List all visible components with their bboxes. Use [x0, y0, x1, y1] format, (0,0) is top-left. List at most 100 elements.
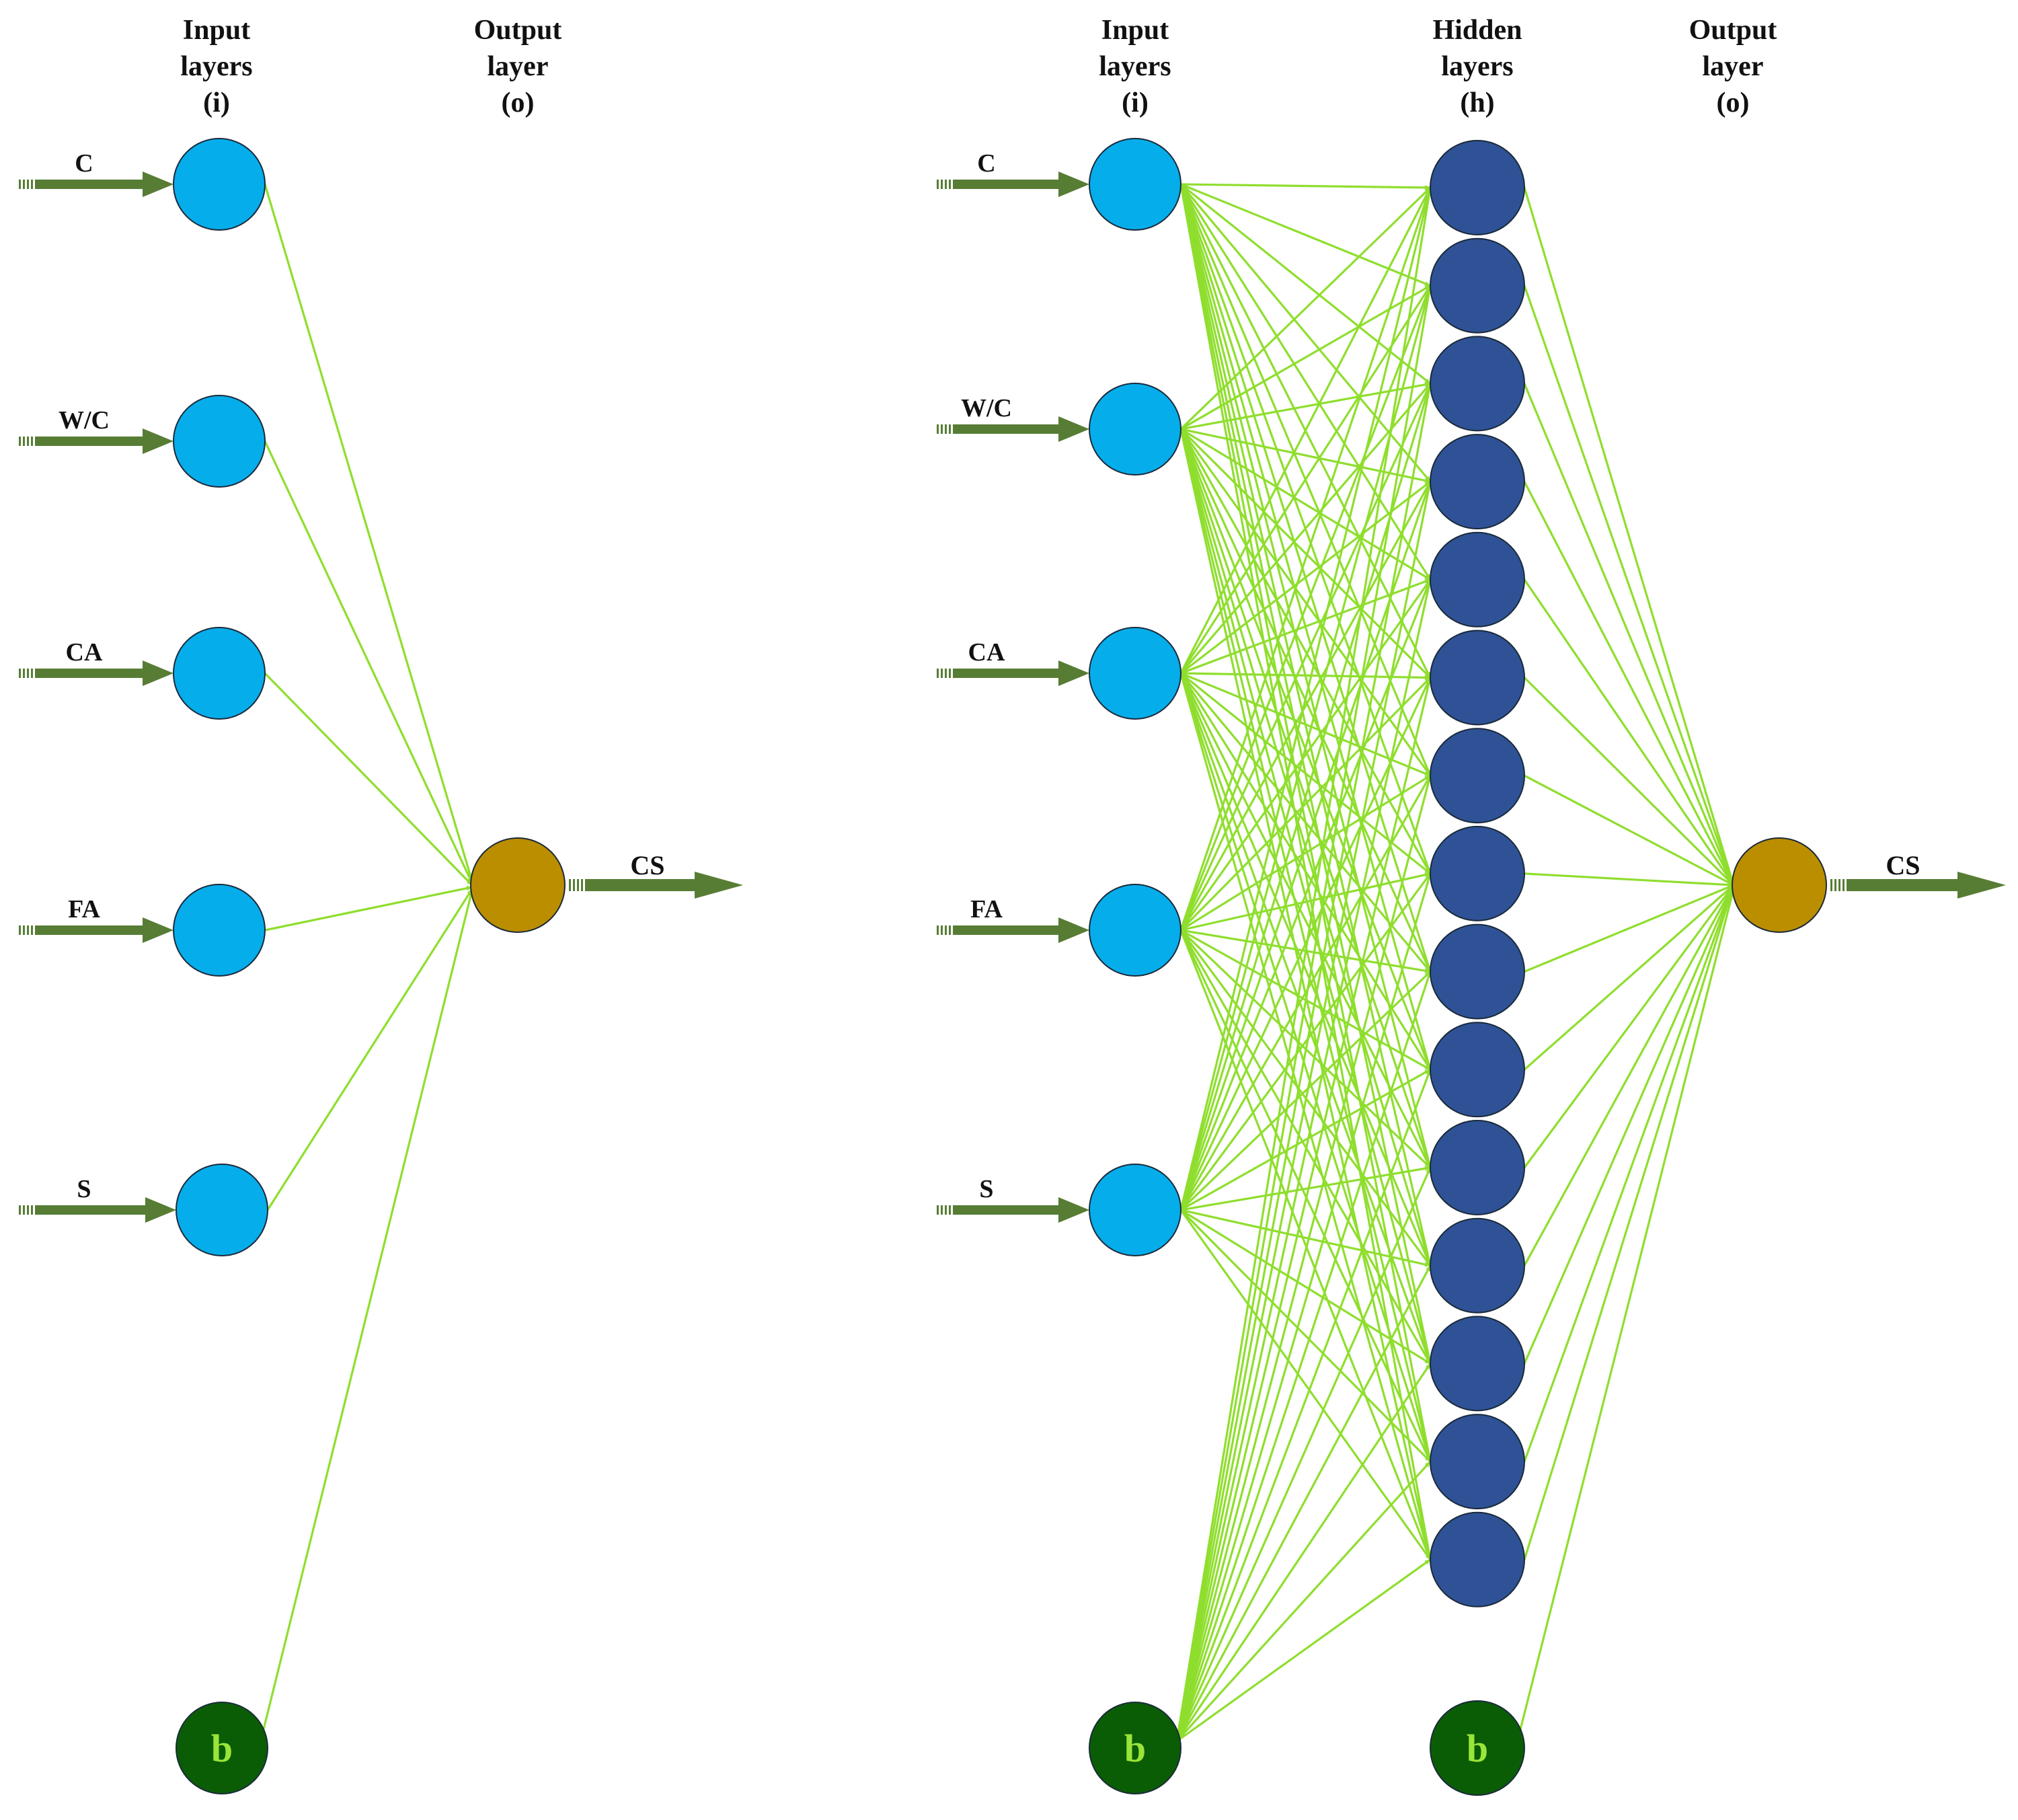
right-conn-s-to-hidden-14: [1179, 1209, 1432, 1463]
right-output-header-line-2: layer: [1703, 51, 1764, 82]
right-input-node-ca: [1089, 627, 1181, 720]
right-hidden-node-14: [1430, 1414, 1525, 1510]
right-input-nodes: b: [1089, 138, 1181, 1794]
right-conn-fa-to-hidden-3: [1179, 383, 1432, 931]
left-conn-c-to-output: [264, 184, 473, 882]
right-output-header-line-1: Output: [1689, 15, 1777, 46]
right-conn-ca-to-hidden-10: [1179, 673, 1432, 1071]
left-input-label-ca: CA: [66, 638, 103, 667]
left-input-header-line-1: Input: [183, 15, 250, 46]
right-conn-s-to-hidden-9: [1179, 971, 1432, 1211]
right-conn-hidden-14-to-output: [1523, 884, 1735, 1462]
right-conn-hidden-11-to-output: [1523, 884, 1735, 1168]
left-output-header-line-1: Output: [474, 15, 562, 46]
right-conn-bias-to-hidden-5: [1175, 578, 1432, 1742]
right-conn-s-to-hidden-12: [1180, 1209, 1431, 1267]
right-conn-bias-to-hidden-15: [1176, 1558, 1431, 1743]
right-input-arrow-ca: [937, 660, 1089, 686]
right-output-label: CS: [1886, 850, 1920, 880]
left-output-label: CS: [630, 850, 664, 880]
right-hidden-node-8: [1430, 825, 1525, 921]
right-conn-fa-to-hidden-1: [1179, 187, 1432, 931]
left-input-arrow-c: [19, 172, 173, 197]
right-conn-s-to-hidden-11: [1180, 1166, 1431, 1211]
left-input-header: Input layers (i): [180, 15, 252, 118]
right-hidden-header-line-2: layers: [1441, 51, 1513, 82]
left-conn-fa-to-output: [264, 886, 473, 932]
right-conn-bias-to-hidden-12: [1175, 1264, 1432, 1742]
right-conn-hidden-1-to-output: [1523, 187, 1735, 886]
right-hidden-node-3: [1430, 336, 1525, 432]
right-conn-bias-to-hidden-8: [1175, 872, 1432, 1742]
right-conn-bias-to-hidden-3: [1175, 383, 1432, 1742]
right-conn-bias-to-hidden-4: [1175, 481, 1432, 1742]
left-input-node-ca: [173, 627, 266, 720]
left-input-arrow-w-c: [19, 428, 173, 454]
right-input-arrow-w-c: [937, 416, 1089, 442]
right-hidden-node-13: [1430, 1316, 1525, 1412]
right-conn-fa-to-hidden-15: [1179, 930, 1432, 1560]
right-conn-ca-to-hidden-6: [1180, 672, 1431, 680]
right-conn-ca-to-hidden-11: [1179, 673, 1432, 1168]
right-conn-hidden-15-to-output: [1523, 884, 1735, 1560]
right-conn-bias-to-hidden-9: [1175, 971, 1432, 1742]
right-conn-ca-to-hidden-13: [1179, 673, 1432, 1365]
left-conn-w-c-to-output: [264, 441, 473, 884]
right-conn-s-to-hidden-15: [1179, 1209, 1432, 1560]
left-bias-node: [176, 1702, 268, 1794]
right-output-node-group: CS: [1732, 837, 2006, 933]
left-input-nodes: b: [173, 138, 268, 1794]
left-conn-s-to-output: [266, 888, 473, 1211]
right-conn-hidden-5-to-output: [1523, 578, 1735, 886]
right-input-header-line-1: Input: [1101, 15, 1169, 46]
right-conn-bias-to-hidden-1: [1175, 187, 1432, 1742]
left-input-label-c: C: [75, 149, 93, 178]
right-hidden-header: Hidden layers (h): [1432, 15, 1522, 118]
right-input-header: Input layers (i): [1099, 15, 1171, 118]
right-conn-ca-to-hidden-8: [1179, 672, 1432, 875]
left-input-arrow-ca: [19, 660, 173, 686]
right-hidden-bias-label: b: [1467, 1727, 1488, 1770]
left-input-label-w-c: W/C: [59, 406, 110, 434]
right-input-node-fa: [1089, 884, 1181, 977]
left-input-arrow-s: [19, 1197, 176, 1223]
right-output-node: [1732, 837, 1827, 933]
right-input-node-s: [1089, 1164, 1181, 1256]
right-conn-hidden-6-to-output: [1523, 677, 1735, 886]
left-conn-ca-to-output: [264, 672, 473, 886]
left-input-arrow-fa: [19, 917, 173, 943]
right-conn-w-c-to-hidden-7: [1179, 428, 1432, 777]
right-conn-hidden-7-to-output: [1524, 774, 1734, 886]
right-conn-ca-to-hidden-3: [1179, 383, 1432, 675]
right-conn-fa-to-hidden-5: [1179, 578, 1432, 931]
left-output-arrow: [569, 872, 743, 899]
left-input-header-line-3: (i): [203, 87, 230, 118]
left-output-header-line-3: (o): [502, 87, 535, 118]
left-output-node: [470, 837, 566, 933]
right-conn-hidden-bias-to-output: [1518, 888, 1735, 1735]
left-input-node-fa: [173, 884, 266, 977]
right-conn-ca-to-hidden-2: [1179, 285, 1432, 674]
right-hidden-header-line-3: (h): [1460, 87, 1494, 118]
right-input-node-w-c: [1089, 383, 1181, 476]
left-connections: [261, 184, 473, 1735]
right-hidden-node-12: [1430, 1217, 1525, 1314]
right-input-header-line-3: (i): [1122, 87, 1149, 118]
right-hidden-nodes: b: [1430, 140, 1525, 1796]
right-input-label-c: C: [977, 149, 995, 178]
right-bias-node: [1089, 1702, 1181, 1794]
right-conn-hidden-4-to-output: [1523, 481, 1735, 886]
right-conn-hidden-3-to-output: [1523, 383, 1735, 886]
right-hidden-node-5: [1430, 531, 1525, 628]
right-conn-bias-to-hidden-11: [1175, 1167, 1432, 1742]
left-input-label-fa: FA: [68, 895, 100, 923]
left-network: Input layers (i) Output layer (o) CW/CCA…: [19, 15, 743, 1794]
right-conn-bias-to-hidden-2: [1175, 285, 1432, 1742]
right-conn-c-to-hidden-3: [1180, 183, 1431, 385]
right-input-header-line-2: layers: [1099, 51, 1171, 82]
right-conn-ca-to-hidden-1: [1179, 187, 1432, 674]
